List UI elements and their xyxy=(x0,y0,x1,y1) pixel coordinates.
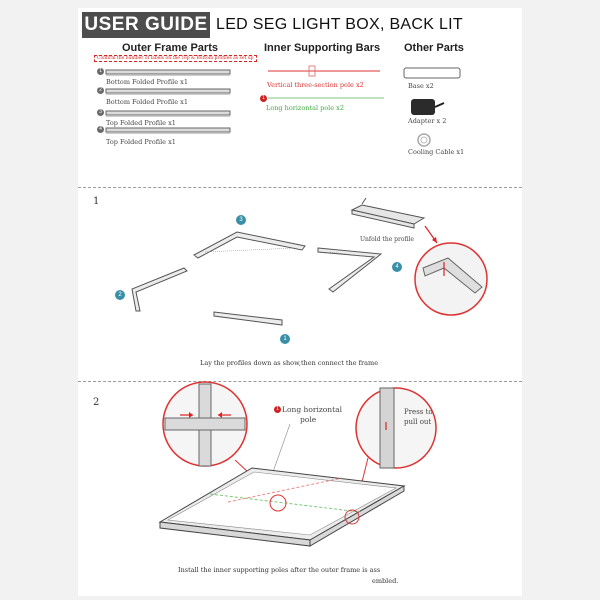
step-2-caption-line-2: embled. xyxy=(372,577,399,585)
step-1-callout-2: 2 xyxy=(115,290,125,300)
outer-item-1-label: Bottom Folded Profile x1 xyxy=(106,78,188,86)
outer-item-3-number: 3 xyxy=(97,109,104,116)
vertical-pole-label: Vertical three-section pole x2 xyxy=(267,81,364,89)
confirm-note: Confirm the number of labels on the Top … xyxy=(94,55,257,62)
pull-out-label: pull out xyxy=(404,418,432,426)
outer-item-4-number: 4 xyxy=(97,126,104,133)
inner-bars-heading: Inner Supporting Bars xyxy=(264,42,381,54)
product-title: LED SEG LIGHT BOX, BACK LIT xyxy=(216,16,463,33)
section-divider xyxy=(78,187,522,188)
outer-item-3-label: Top Folded Profile x1 xyxy=(106,119,176,127)
outer-frame-heading: Outer Frame Parts xyxy=(122,42,218,54)
step-1-number: 1 xyxy=(93,196,100,207)
step-1-callout-1: 1 xyxy=(280,334,290,344)
outer-item-1-number: 1 xyxy=(97,68,104,75)
step-1-callout-3: 3 xyxy=(236,215,246,225)
other-parts-heading: Other Parts xyxy=(404,42,464,54)
section-divider xyxy=(78,381,522,382)
pole-callout-number: 1 xyxy=(274,406,281,413)
outer-item-4-label: Top Folded Profile x1 xyxy=(106,138,176,146)
unfold-profile-label: Unfold the profile xyxy=(360,236,414,243)
step-1-caption: Lay the profiles down as show,then conne… xyxy=(200,359,379,367)
step-1-callout-4: 4 xyxy=(392,262,402,272)
cooling-cable-label: Cooling Cable x1 xyxy=(408,148,465,156)
step-2-number: 2 xyxy=(93,397,100,408)
long-horizontal-pole-label-1: Long horizontal xyxy=(282,405,343,414)
long-pole-label: Long horizontal pole x2 xyxy=(266,104,344,112)
outer-item-2-number: 2 xyxy=(97,87,104,94)
adapter-label: Adapter x 2 xyxy=(408,117,447,125)
user-guide-badge: USER GUIDE xyxy=(82,12,210,38)
outer-item-2-label: Bottom Folded Profile x1 xyxy=(106,98,188,106)
step-2-caption-line-1: Install the inner supporting poles after… xyxy=(178,566,381,574)
press-to-label: Press to xyxy=(404,408,433,416)
long-pole-number: 1 xyxy=(260,95,267,102)
long-horizontal-pole-label-2: pole xyxy=(300,415,317,424)
base-label: Base x2 xyxy=(408,82,434,90)
